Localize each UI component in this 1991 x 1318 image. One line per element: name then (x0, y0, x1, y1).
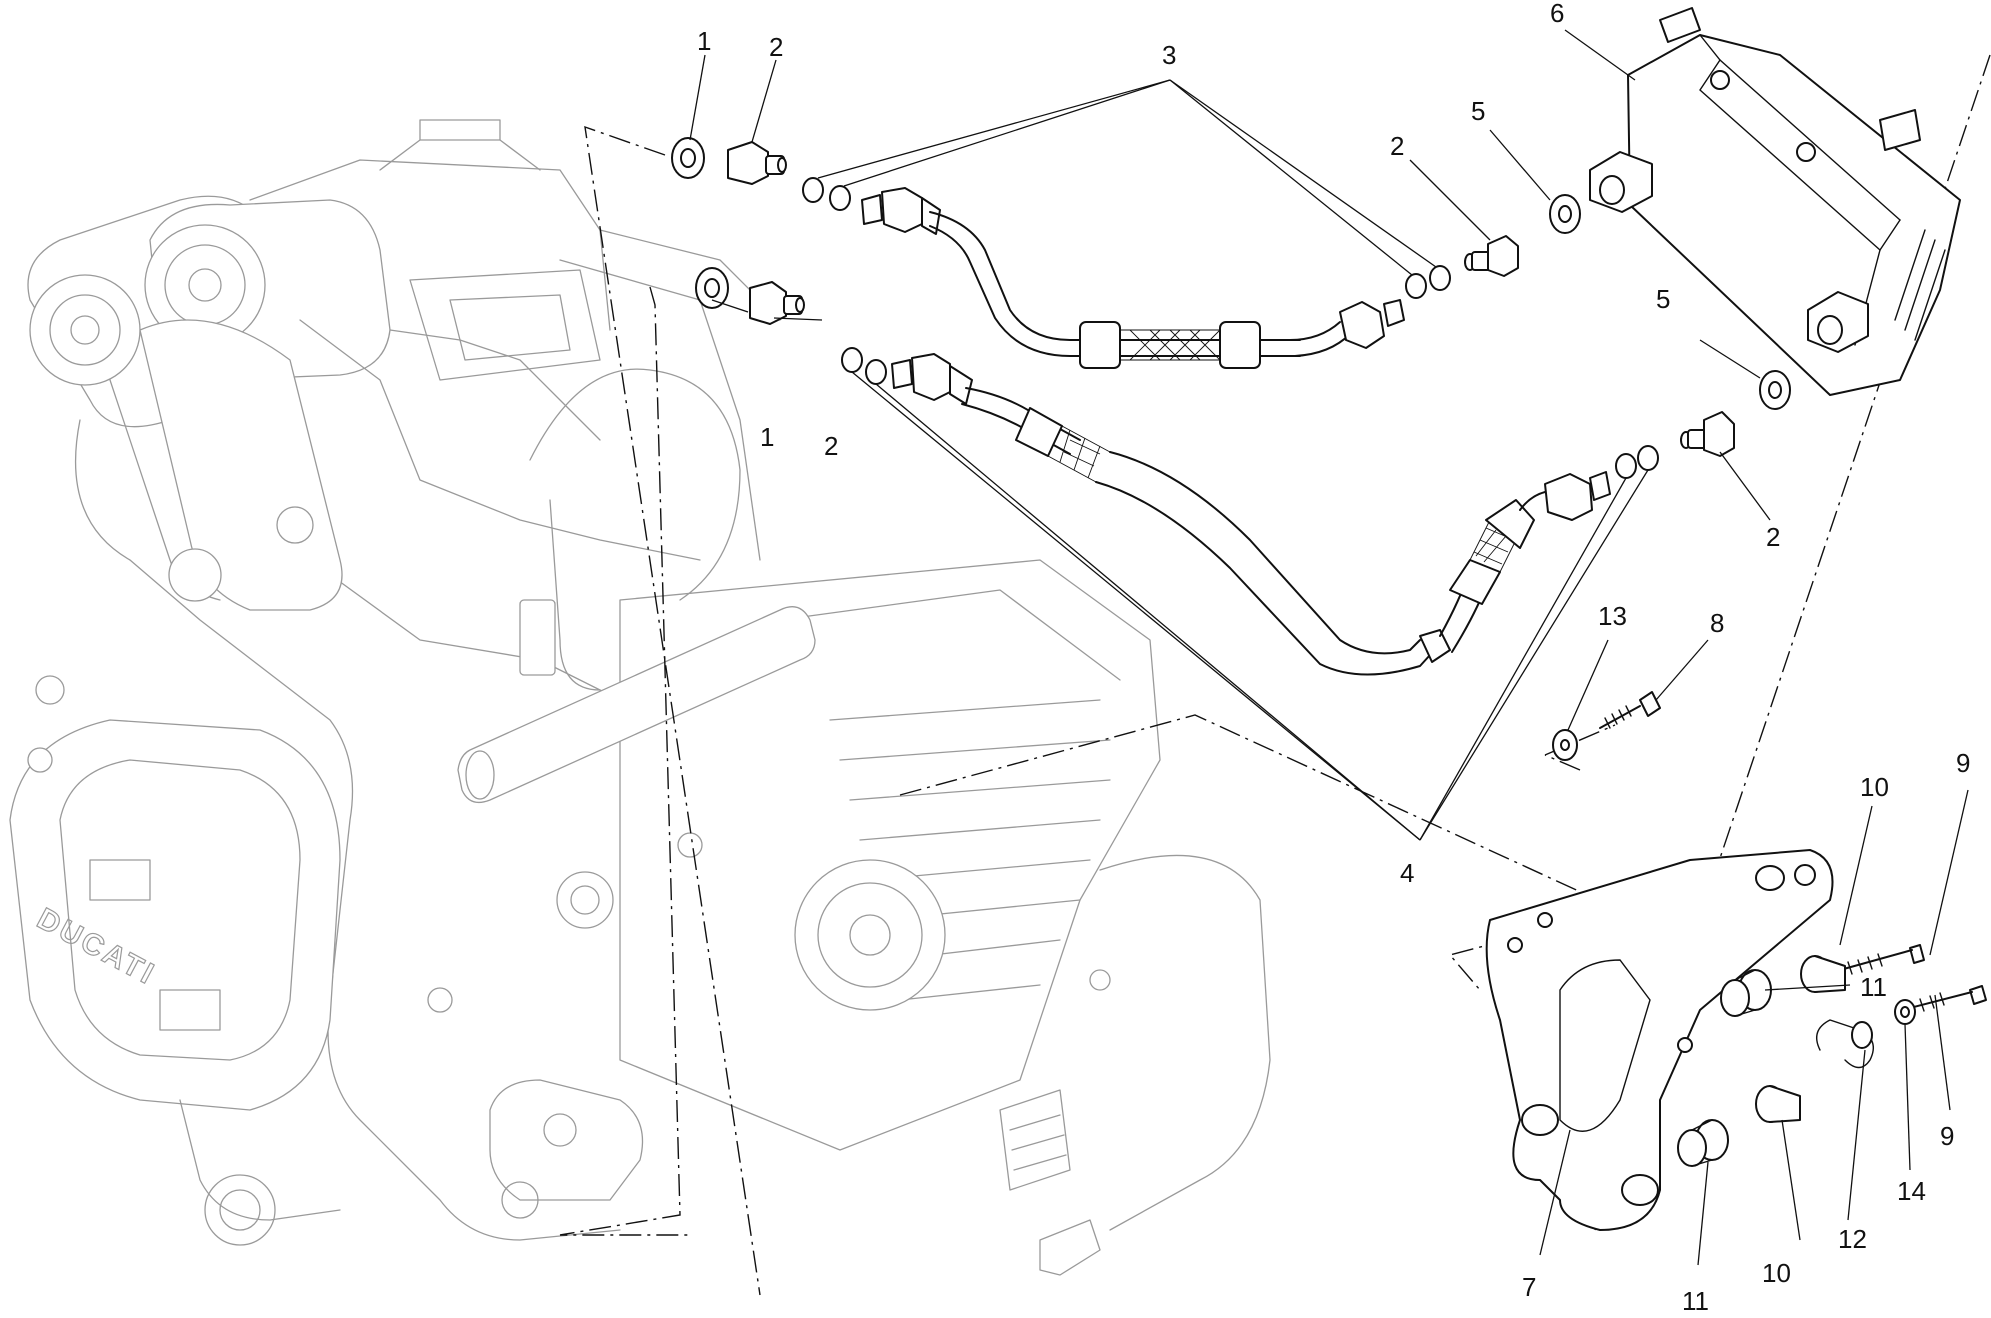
callout-c7: 7 (1522, 1272, 1536, 1302)
o-ring-4-lower-c (1615, 453, 1637, 479)
union-fitting-2-lower-right (1680, 411, 1735, 457)
rubber-grommet-11-lower (1677, 1119, 1729, 1167)
oil-cooler-6 (1589, 7, 1961, 396)
callout-c11a: 11 (1860, 972, 1887, 1002)
callout-c2c: 2 (824, 431, 838, 461)
callout-c1b: 1 (760, 422, 774, 452)
sealing-washer-5-lower (1759, 370, 1791, 410)
lower-oil-hose-assembly (695, 267, 1791, 676)
callout-c4: 4 (1400, 858, 1414, 888)
retaining-clip-12 (1816, 1019, 1874, 1069)
sealing-washer-1-upper (671, 137, 705, 179)
sealing-washer-5-upper (1549, 194, 1581, 234)
callout-c1a: 1 (697, 26, 711, 56)
callout-c9b: 9 (1940, 1121, 1954, 1151)
mounting-bracket-7 (1485, 849, 1834, 1231)
o-ring-3-upper-b (829, 185, 851, 211)
union-fitting-2-lower (749, 281, 805, 325)
callout-c13: 13 (1598, 601, 1627, 631)
callout-c3: 3 (1162, 40, 1176, 70)
sealing-washer-1-lower (695, 267, 729, 309)
callout-c10a: 10 (1860, 772, 1889, 802)
callout-c2a: 2 (769, 32, 783, 62)
o-ring-3-upper-a (802, 177, 824, 203)
screw-9-upper (1839, 944, 1925, 975)
o-ring-3-upper-c (1405, 273, 1427, 299)
o-ring-4-lower-b (865, 359, 887, 385)
callout-c8: 8 (1710, 608, 1724, 638)
callout-c2b: 2 (1390, 131, 1404, 161)
callout-c14: 14 (1897, 1176, 1926, 1206)
o-ring-4-lower-a (841, 347, 863, 373)
callout-c2d: 2 (1766, 522, 1780, 552)
washer-14 (1894, 999, 1916, 1025)
union-fitting-2-upper (727, 141, 787, 185)
callout-c5b: 5 (1656, 284, 1670, 314)
callout-c6: 6 (1550, 0, 1564, 28)
callout-c10b: 10 (1762, 1258, 1791, 1288)
o-ring-4-lower-d (1637, 445, 1659, 471)
callout-c5a: 5 (1471, 96, 1485, 126)
o-ring-3-upper-d (1429, 265, 1451, 291)
callout-c11b: 11 (1682, 1286, 1709, 1316)
union-fitting-2-upper-right (1464, 235, 1519, 277)
upper-oil-hose-assembly (671, 137, 1581, 369)
callout-leaders (689, 29, 1969, 1266)
washer-13 (1552, 729, 1578, 761)
engine-block: DUCATI (9, 119, 1271, 1276)
callout-c9a: 9 (1956, 748, 1970, 778)
spacer-10-upper (1800, 955, 1846, 993)
callout-numbers: 1 2 3 6 5 2 1 2 5 2 13 8 4 10 9 11 9 14 … (697, 0, 1970, 1316)
spacer-10-lower (1755, 1085, 1801, 1123)
screw-8 (1599, 691, 1661, 729)
callout-c12: 12 (1838, 1224, 1867, 1254)
